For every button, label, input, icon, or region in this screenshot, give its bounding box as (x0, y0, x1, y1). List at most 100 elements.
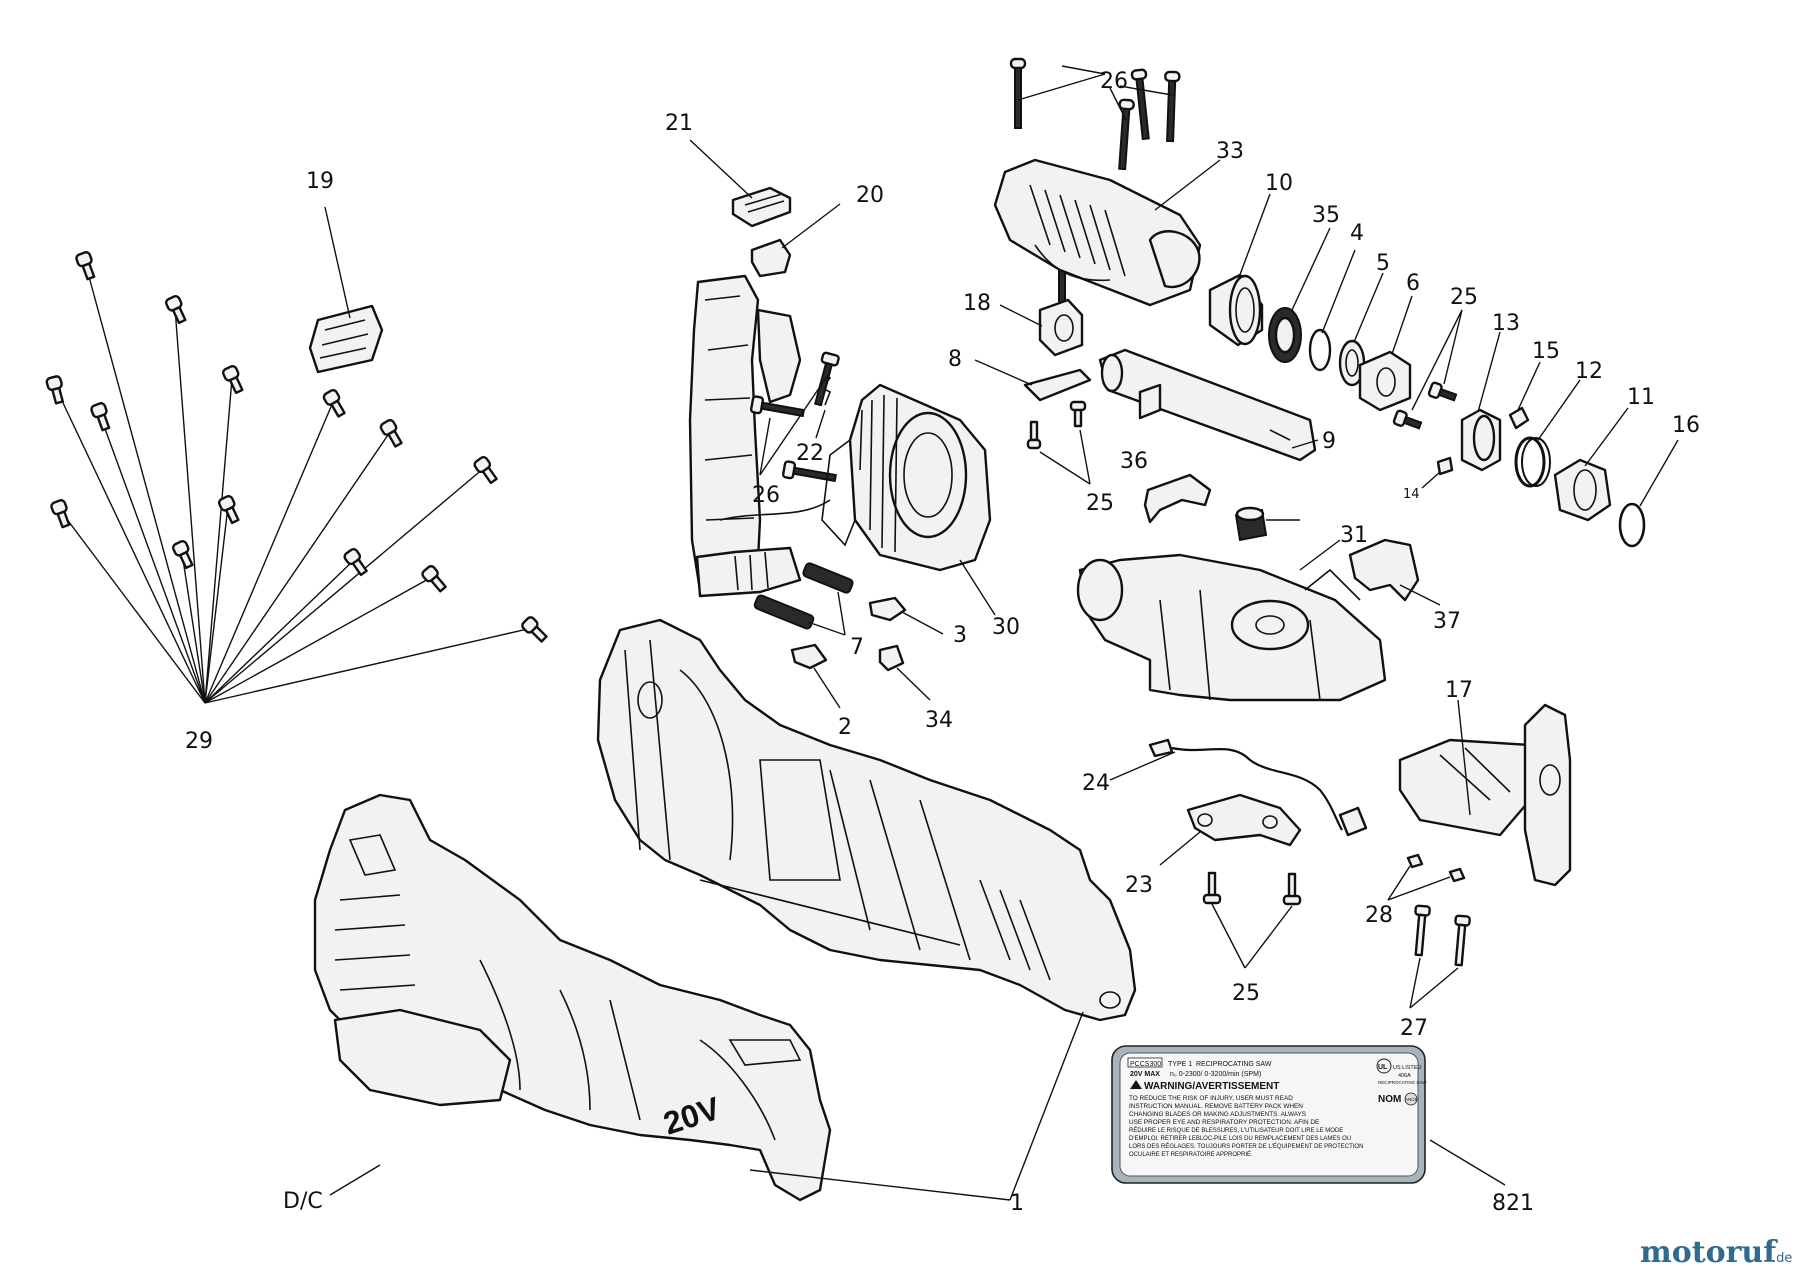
label-rating: 20V MAX (1130, 1071, 1160, 1078)
part-8-bracket: 8 (948, 347, 1092, 402)
part-24-wire: 24 (1082, 738, 1368, 837)
part-4-washer: 4 (1308, 221, 1364, 372)
part-9-plunger: 9 (1098, 348, 1336, 462)
part-7-springs: 7 (753, 562, 864, 660)
watermark-brand: motoruf (1640, 1235, 1778, 1270)
part-34-nut: 34 (878, 644, 953, 733)
callout-20: 20 (856, 183, 884, 208)
callout-11: 11 (1627, 385, 1655, 410)
callout-30: 30 (992, 615, 1020, 640)
callout-821: 821 (1492, 1191, 1534, 1216)
part-31-gear-housing: 31 (1076, 523, 1387, 702)
part-15-pin: 15 (1508, 339, 1560, 430)
label-ance: ANCE (1405, 1097, 1418, 1102)
part-21-switch-cap: 21 (665, 111, 792, 228)
part-36-bracket: 36 (1120, 449, 1212, 524)
callout-36: 36 (1120, 449, 1148, 474)
part-25-screws-mid: 25 (1026, 400, 1114, 516)
callout-26b: 26 (752, 483, 780, 508)
part-12-spring: 12 (1514, 359, 1603, 488)
callout-6: 6 (1406, 271, 1420, 296)
part-23-plate: 23 (1125, 793, 1302, 898)
part-dc-label: D/C (283, 1164, 381, 1214)
callout-13: 13 (1492, 311, 1520, 336)
part-30-motor: 30 (821, 383, 1020, 640)
callout-1: 1 (1010, 1191, 1024, 1216)
part-35-seal: 35 (1268, 203, 1340, 363)
callout-28: 28 (1365, 903, 1393, 928)
callout-15: 15 (1532, 339, 1560, 364)
callout-33: 33 (1216, 139, 1244, 164)
label-speed: n₀ 0-2300/ 0-3200/min (SPM) (1170, 1071, 1261, 1078)
part-5-washer: 5 (1338, 251, 1390, 387)
part-26-screws-lower: 26 (749, 351, 840, 508)
screws-29 (45, 251, 548, 643)
callout-25c: 25 (1232, 981, 1260, 1006)
callout-dc: D/C (283, 1189, 323, 1214)
label-ul-code: 406A (1398, 1073, 1411, 1079)
callout-5: 5 (1376, 251, 1390, 276)
label-product: RECIPROCATING SAW (1196, 1061, 1272, 1068)
label-type: TYPE 1 (1168, 1061, 1192, 1068)
part-18-block: 18 (963, 291, 1084, 357)
callout-26: 26 (1100, 69, 1128, 94)
callout-31: 31 (1340, 523, 1368, 548)
callout-17: 17 (1445, 678, 1473, 703)
screw-set-29: 29 (45, 251, 548, 754)
part-16-oring: 16 (1618, 413, 1700, 548)
part-19-pad: 19 (306, 169, 384, 374)
callout-29: 29 (185, 729, 213, 754)
part-27-screws: 27 (1400, 904, 1471, 1041)
part-10-bushing: 10 (1208, 171, 1293, 347)
callout-22: 22 (796, 441, 824, 466)
label-body-line-5: RÉDUIRE LE RISQUE DE BLESSURES, L'UTILIS… (1129, 1127, 1343, 1134)
callout-27: 27 (1400, 1016, 1428, 1041)
part-11-collar: 11 (1553, 385, 1655, 522)
callout-16: 16 (1672, 413, 1700, 438)
label-body-line-1: TO REDUCE THE RISK OF INJURY, USER MUST … (1129, 1095, 1293, 1102)
callout-10: 10 (1265, 171, 1293, 196)
label-ul-mark: UL (1378, 1064, 1388, 1071)
ance-logo-icon (1404, 1092, 1418, 1106)
label-body-line-6: D'EMPLOI. RETIRER LEBLOC-PILE LOIS DU RE… (1129, 1136, 1351, 1142)
label-body-line-2: INSTRUCTION MANUAL. REMOVE BATTERY PACK … (1129, 1103, 1303, 1110)
callout-37: 37 (1433, 609, 1461, 634)
part-left-housing-half: 20V 1 (313, 793, 1084, 1216)
ul-logo-icon (1376, 1058, 1392, 1074)
label-model: PCCS300 (1130, 1061, 1161, 1068)
part-37-bracket: 37 (1348, 538, 1461, 634)
part-switch-assembly (688, 274, 831, 598)
callout-21: 21 (665, 111, 693, 136)
callout-25a: 25 (1450, 285, 1478, 310)
callout-7: 7 (850, 635, 864, 660)
part-25-screws-upper: 25 (1392, 285, 1478, 430)
part-13-blade-clamp: 13 (1460, 311, 1520, 472)
part-22-spring: 22 (796, 371, 832, 466)
part-17-shoe: 17 (1398, 678, 1572, 887)
part-14-setscrew: 14 (1403, 456, 1454, 502)
part-6-plate: 6 (1358, 271, 1420, 412)
label-ul-listed: US LISTED (1393, 1065, 1421, 1071)
part-33-gear-cover: 33 (993, 139, 1244, 307)
part-3-latch: 3 (868, 596, 967, 648)
part-26-screws-top: 26 (1009, 57, 1181, 308)
callout-12: 12 (1575, 359, 1603, 384)
leaders-29 (54, 261, 533, 704)
label-ul-product: RECIPROCATING SAW (1378, 1080, 1427, 1085)
callout-34: 34 (925, 708, 953, 733)
callout-24: 24 (1082, 771, 1110, 796)
callout-23: 23 (1125, 873, 1153, 898)
watermark-suffix: .de (1772, 1251, 1792, 1266)
label-nom: NOM (1378, 1094, 1401, 1105)
label-heading: WARNING/AVERTISSEMENT (1144, 1081, 1279, 1092)
label-body-line-8: OCULAIRE ET RESPIRATOIRE APPROPRIÉ. (1129, 1151, 1253, 1158)
part-32-bearing (1234, 506, 1300, 542)
watermark: motoruf .de (1640, 1235, 1792, 1270)
callout-25b: 25 (1086, 491, 1114, 516)
callout-19: 19 (306, 169, 334, 194)
warning-triangle-icon (1130, 1080, 1142, 1089)
callout-4: 4 (1350, 221, 1364, 246)
callout-2: 2 (838, 715, 852, 740)
part-2-latch: 2 (790, 643, 852, 740)
